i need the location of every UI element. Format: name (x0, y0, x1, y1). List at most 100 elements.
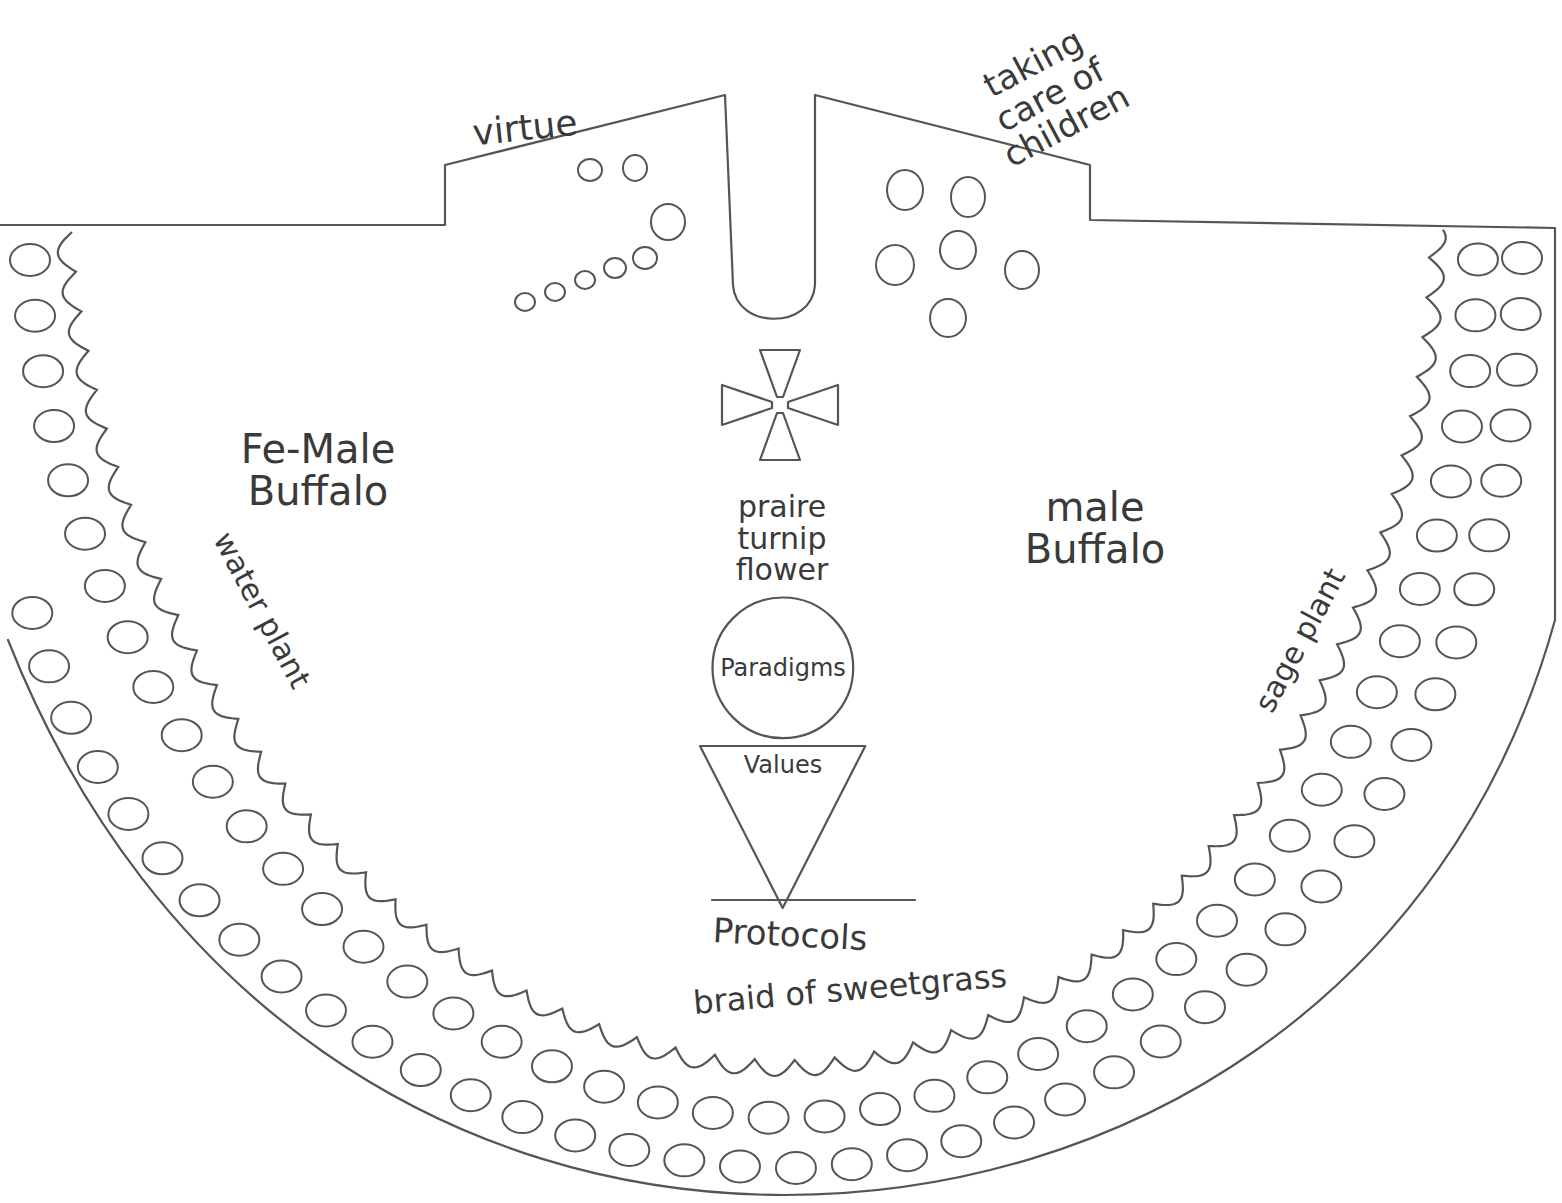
bead (433, 997, 473, 1029)
bead (343, 931, 383, 963)
bead (1357, 676, 1397, 708)
bead (1018, 1038, 1058, 1070)
bead (633, 247, 657, 269)
bead (180, 884, 220, 916)
bead (108, 621, 148, 653)
bead (1227, 954, 1267, 986)
bead (532, 1050, 572, 1082)
bead (1490, 409, 1530, 441)
bead (1400, 573, 1440, 605)
bead (1458, 243, 1498, 275)
bead (219, 924, 259, 956)
turnip-flower-symbol (722, 350, 838, 460)
circle-shape (713, 598, 854, 739)
bead (1094, 1056, 1134, 1088)
bead (1265, 913, 1305, 945)
bead (1113, 978, 1153, 1010)
bead (776, 1152, 816, 1184)
bead-group (10, 155, 1542, 1184)
scallop-border (58, 230, 1446, 1076)
bead (914, 1080, 954, 1112)
bead (584, 1071, 624, 1103)
bead (609, 1134, 649, 1166)
protocols-label: Protocols (712, 913, 868, 957)
bead (1502, 242, 1542, 274)
scallop-line (58, 230, 1446, 1076)
bead (1302, 774, 1342, 806)
bead (967, 1061, 1007, 1093)
bead (832, 1148, 872, 1180)
node-text: Values (744, 751, 822, 779)
bead (951, 177, 985, 217)
bead (306, 995, 346, 1027)
bead (1391, 729, 1431, 761)
bead (1455, 299, 1495, 331)
bead (860, 1093, 900, 1125)
bead (1197, 905, 1237, 937)
female-buffalo-label: Fe-Male Buffalo (188, 428, 448, 512)
bead (1417, 520, 1457, 552)
bead (262, 960, 302, 992)
bead (65, 518, 105, 550)
bead (1364, 778, 1404, 810)
bead (876, 245, 914, 285)
bead (805, 1100, 845, 1132)
values-triangle: Values (699, 745, 866, 909)
water-plant-label: water plant (208, 527, 316, 693)
bead (108, 798, 148, 830)
bead (15, 300, 55, 332)
bead (1301, 870, 1341, 902)
bead (664, 1144, 704, 1176)
bead (693, 1097, 733, 1129)
bead (23, 355, 63, 387)
bead (1331, 726, 1371, 758)
bead (1005, 251, 1039, 289)
bead (34, 410, 74, 442)
paradigms-circle: Paradigms (711, 596, 855, 740)
bead (482, 1026, 522, 1058)
bead (48, 464, 88, 496)
yoke-outline (0, 95, 1555, 1195)
bead (1431, 465, 1471, 497)
bead (387, 966, 427, 998)
bead (578, 159, 602, 181)
bead (1442, 410, 1482, 442)
bead (1450, 355, 1490, 387)
bead (51, 702, 91, 734)
bead (162, 719, 202, 751)
bead (401, 1054, 441, 1086)
bead (85, 570, 125, 602)
bead (29, 650, 69, 682)
bead (940, 231, 976, 269)
virtue-label: virtue (471, 104, 580, 153)
bead (720, 1150, 760, 1182)
bead (1436, 626, 1476, 658)
bead (1334, 825, 1374, 857)
bead (749, 1102, 789, 1134)
bead (1380, 625, 1420, 657)
bead (575, 271, 595, 289)
bead (930, 299, 966, 337)
bead (1270, 820, 1310, 852)
bead (1141, 1025, 1181, 1057)
bead (1497, 354, 1537, 386)
bead (887, 170, 923, 210)
node-text: Paradigms (720, 654, 846, 682)
bead (555, 1119, 595, 1151)
bead (1185, 991, 1225, 1023)
bead (1415, 678, 1455, 710)
bead (638, 1086, 678, 1118)
bead (78, 751, 118, 783)
sage-plant-label: sage plant (1249, 563, 1351, 717)
bead (10, 244, 50, 276)
bead (352, 1026, 392, 1058)
protocols-line (712, 899, 915, 901)
bead (502, 1101, 542, 1133)
bead (604, 258, 626, 278)
bead (133, 671, 173, 703)
bead (1156, 943, 1196, 975)
bead (887, 1139, 927, 1171)
bead (1045, 1083, 1085, 1115)
bead (545, 283, 565, 301)
male-buffalo-label: male Buffalo (995, 486, 1195, 570)
